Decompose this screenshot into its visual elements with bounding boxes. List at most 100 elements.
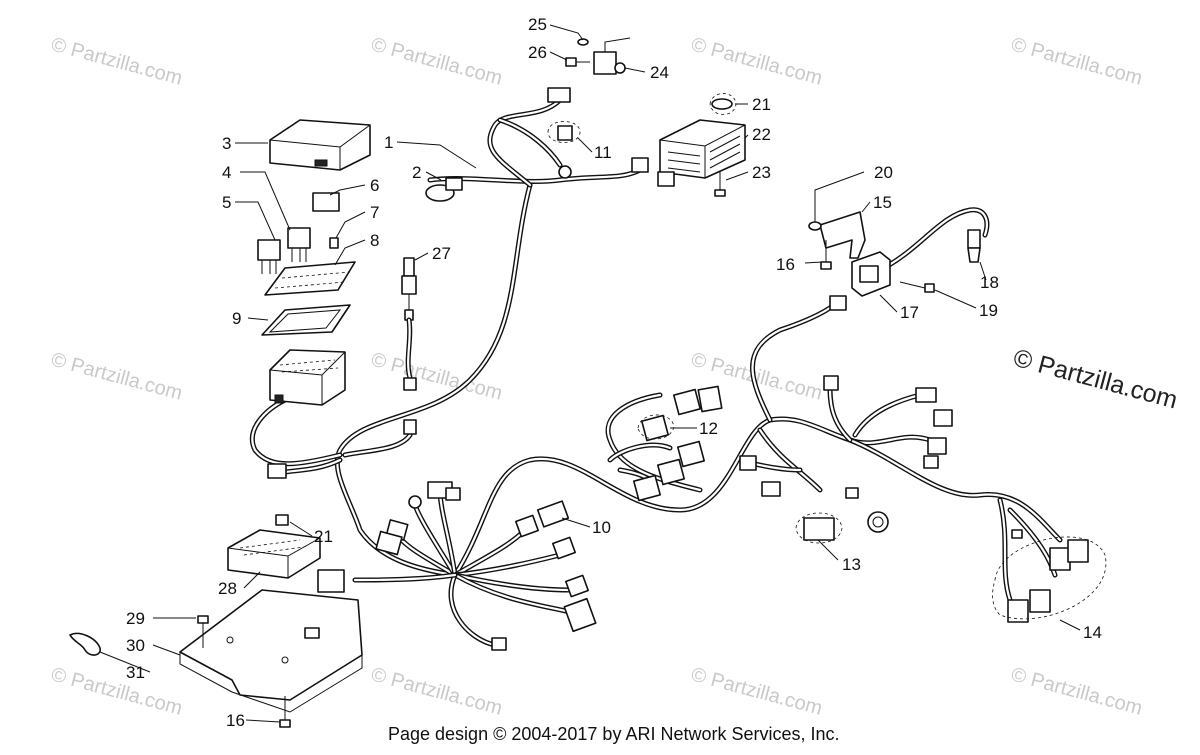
ignition-coil <box>829 251 891 311</box>
watermark: © Partzilla.com <box>369 349 505 405</box>
watermark: © Partzilla.com <box>689 34 825 90</box>
connector <box>547 121 581 179</box>
connector <box>552 536 576 560</box>
connector <box>267 463 287 479</box>
engine-control-module <box>227 514 321 579</box>
callout-labels: 1 2 3 4 5 6 7 8 9 10 11 12 13 14 15 16 1… <box>126 15 1102 730</box>
callout-17: 17 <box>900 303 919 322</box>
callout-15: 15 <box>873 193 892 212</box>
fuse-label-sheet <box>264 261 356 296</box>
bracket <box>819 211 866 259</box>
callout-14: 14 <box>1083 623 1102 642</box>
callout-21: 21 <box>752 95 771 114</box>
callout-28: 28 <box>218 579 237 598</box>
nut <box>709 93 737 115</box>
watermark: © Partzilla.com <box>369 34 505 90</box>
connector <box>923 455 939 469</box>
callout-27: 27 <box>432 244 451 263</box>
bolt <box>714 172 726 197</box>
watermark: © Partzilla.com <box>49 34 185 90</box>
callout-18: 18 <box>980 273 999 292</box>
connector <box>565 574 589 598</box>
connector <box>445 487 461 501</box>
callout-30: 30 <box>126 636 145 655</box>
washer <box>808 221 822 231</box>
callout-9: 9 <box>232 309 241 328</box>
screw <box>197 615 209 648</box>
watermark: © Partzilla.com <box>369 664 505 720</box>
connector-cap <box>425 177 463 202</box>
fuse-box-base <box>269 349 346 406</box>
mounting-tray <box>179 589 363 713</box>
callout-20: 20 <box>874 163 893 182</box>
callout-5: 5 <box>222 193 231 212</box>
watermark: © Partzilla.com <box>1009 34 1145 90</box>
connector <box>547 87 571 103</box>
gasket <box>261 304 351 336</box>
callout-16-b: 16 <box>226 711 245 730</box>
connector <box>632 474 662 502</box>
watermark: © Partzilla.com <box>49 349 185 405</box>
callout-6: 6 <box>370 176 379 195</box>
connector <box>992 529 1107 623</box>
callout-23: 23 <box>752 163 771 182</box>
callout-24: 24 <box>650 63 669 82</box>
callout-31: 31 <box>126 663 145 682</box>
connector <box>563 597 597 633</box>
strap-clip <box>69 632 101 656</box>
callout-21-b: 21 <box>314 527 333 546</box>
connector <box>637 414 675 442</box>
callout-22: 22 <box>752 125 771 144</box>
callout-25: 25 <box>528 15 547 34</box>
callout-1: 1 <box>384 133 393 152</box>
screw <box>279 696 291 728</box>
callout-26: 26 <box>528 43 547 62</box>
connector <box>761 481 781 497</box>
indicator-lamp <box>867 511 889 533</box>
relay <box>287 227 311 262</box>
connector <box>795 512 843 544</box>
connector <box>676 440 706 468</box>
screw <box>899 281 935 293</box>
connector <box>317 569 345 593</box>
connector <box>697 385 723 413</box>
callout-11: 11 <box>594 143 612 162</box>
watermark: © Partzilla.com <box>1009 664 1145 720</box>
callout-29: 29 <box>126 609 145 628</box>
connector <box>515 514 539 538</box>
spark-plug-cap <box>967 229 981 263</box>
connector <box>672 388 702 416</box>
leader-lines <box>99 24 1081 723</box>
connector <box>536 500 570 528</box>
connector <box>823 375 839 391</box>
connector <box>408 495 422 509</box>
connector <box>491 637 507 651</box>
callout-19: 19 <box>979 301 998 320</box>
fuse <box>329 237 339 249</box>
callout-8: 8 <box>370 231 379 250</box>
callout-13: 13 <box>842 555 861 574</box>
connector <box>739 455 757 471</box>
sensor-bracket <box>593 37 631 75</box>
watermark: © Partzilla.com <box>689 664 825 720</box>
fuse-box-cover <box>269 119 371 171</box>
callout-16: 16 <box>776 255 795 274</box>
connector <box>933 409 953 427</box>
connector <box>845 487 859 499</box>
connector <box>375 530 403 556</box>
washer <box>577 38 589 46</box>
copyright-footer: Page design © 2004-2017 by ARI Network S… <box>388 724 840 744</box>
callout-7: 7 <box>370 203 379 222</box>
connector <box>915 387 937 403</box>
voltage-regulator <box>631 119 746 187</box>
callout-3: 3 <box>222 134 231 153</box>
relay <box>257 239 281 274</box>
watermark-large: © Partzilla.com <box>1010 344 1180 415</box>
oxygen-sensor <box>401 257 417 435</box>
watermark: © Partzilla.com <box>49 664 185 720</box>
screw <box>820 240 832 270</box>
relay-small <box>312 192 340 212</box>
callout-2: 2 <box>412 163 421 182</box>
